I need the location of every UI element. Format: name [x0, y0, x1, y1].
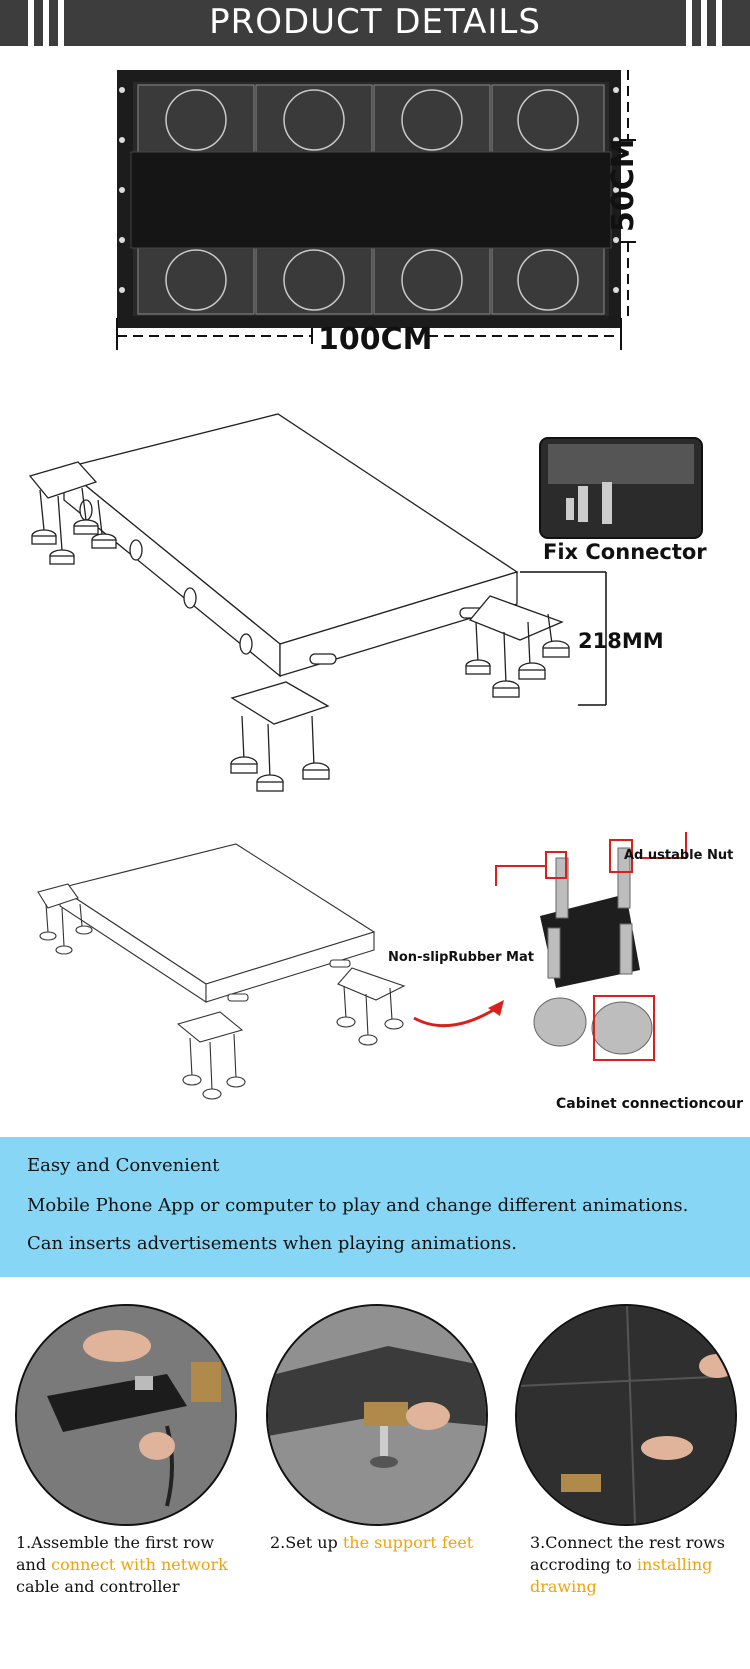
- step3-highlight: installing: [636, 1555, 713, 1574]
- height-dimension-label: 50CM: [606, 138, 641, 232]
- header-stripe: [58, 0, 64, 46]
- header-stripe: [716, 0, 722, 46]
- adjustable-nut-label: Ad ustable Nut: [624, 848, 734, 863]
- installation-diagram: [37, 832, 687, 1100]
- cabinet-connection-label: Cabinet connectioncour: [556, 1096, 744, 1112]
- step3-text: 3.Connect the rest rows accroding to ins…: [530, 1532, 750, 1598]
- header-stripe: [701, 0, 707, 46]
- feature-easy-convenient: Easy and Convenient: [27, 1155, 220, 1176]
- step3-according: accroding to: [530, 1555, 637, 1574]
- step3-line1: 3.Connect the rest rows: [530, 1533, 726, 1552]
- header-bar: PRODUCT DETAILS: [0, 0, 750, 46]
- step2-highlight: the support feet: [342, 1533, 474, 1552]
- step1-line1: 1.Assemble the first row: [16, 1533, 215, 1552]
- features-band: Easy and Convenient Mobile Phone App or …: [0, 1137, 750, 1277]
- step1-photo-illustration: [17, 1306, 235, 1524]
- height-218mm-label: 218MM: [578, 629, 664, 653]
- header-stripe: [686, 0, 692, 46]
- feature-mobile-app: Mobile Phone App or computer to play and…: [27, 1195, 689, 1216]
- step1-highlight: connect with network: [51, 1555, 228, 1574]
- step1-and: and: [16, 1555, 52, 1574]
- step1-text: 1.Assemble the first row and connect wit…: [16, 1532, 252, 1598]
- fix-connector-label: Fix Connector: [543, 540, 707, 564]
- step1-line3: cable and controller: [16, 1577, 180, 1596]
- panel-back-illustration: [116, 70, 636, 350]
- header-stripe: [43, 0, 49, 46]
- step3-photo: [515, 1304, 737, 1526]
- step2-text: 2.Set up the support feet: [270, 1532, 506, 1554]
- non-slip-rubber-mat-label: Non-slipRubber Mat: [388, 950, 534, 965]
- isometric-panel-illustration: [28, 413, 703, 792]
- width-dimension-label: 100CM: [318, 322, 433, 357]
- step2-photo-illustration: [268, 1306, 486, 1524]
- step2-photo: [266, 1304, 488, 1526]
- feature-advertisements: Can inserts advertisements when playing …: [27, 1233, 517, 1254]
- step3-highlight2: drawing: [530, 1577, 597, 1596]
- step1-photo: [15, 1304, 237, 1526]
- page-title: PRODUCT DETAILS: [209, 2, 541, 42]
- step3-photo-illustration: [517, 1306, 735, 1524]
- header-stripe: [28, 0, 34, 46]
- step2-plain: 2.Set up: [270, 1533, 343, 1552]
